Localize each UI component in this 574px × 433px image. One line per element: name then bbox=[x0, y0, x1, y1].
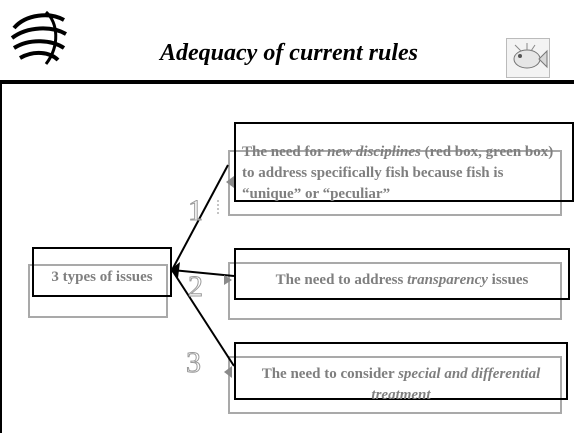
item-1-text-suffix: (red box, green box) to address specific… bbox=[242, 144, 554, 202]
connector-line-3 bbox=[171, 269, 235, 367]
connector-line-1 bbox=[171, 164, 229, 271]
arrowhead-item-3 bbox=[224, 366, 232, 378]
item-3-text-prefix: The need to consider bbox=[261, 366, 399, 382]
item-2-box-shadow bbox=[228, 262, 562, 320]
item-1-number: 1 bbox=[188, 194, 204, 227]
page-title: Adequacy of current rules bbox=[160, 40, 418, 66]
arrowhead-item-1 bbox=[226, 176, 234, 188]
connector-line-2 bbox=[171, 269, 235, 277]
item-2-number: 2 bbox=[188, 270, 204, 303]
item-2-text-prefix: The need to address bbox=[275, 272, 408, 288]
root-issues-box: 3 types of issues bbox=[32, 247, 172, 297]
item-3-box: The need to consider special and differe… bbox=[234, 342, 568, 403]
item-3-number: 3 bbox=[186, 346, 202, 379]
item-3-text-emphasis: special and differential treatment bbox=[371, 366, 541, 403]
item-1-text-emphasis: new disciplines bbox=[327, 144, 421, 160]
arrowhead-item-2 bbox=[224, 275, 232, 285]
item-2-text-emphasis: transparency bbox=[407, 272, 488, 288]
root-box-shadow bbox=[28, 264, 168, 318]
item-1-text-prefix: The need for bbox=[242, 144, 328, 160]
item-2-text-suffix: issues bbox=[487, 272, 529, 288]
item-2-box: The need to address transparency issues bbox=[234, 248, 570, 300]
left-margin-rule bbox=[0, 84, 2, 433]
item-1-box: The need for new disciplines (red box, g… bbox=[234, 122, 574, 202]
arrowhead-root bbox=[170, 262, 180, 278]
cartoon-fish-icon bbox=[506, 38, 550, 78]
root-issues-label: 3 types of issues bbox=[51, 269, 153, 285]
item-3-box-shadow bbox=[228, 356, 562, 414]
title-divider bbox=[0, 80, 574, 84]
wto-logo-icon bbox=[10, 10, 67, 65]
